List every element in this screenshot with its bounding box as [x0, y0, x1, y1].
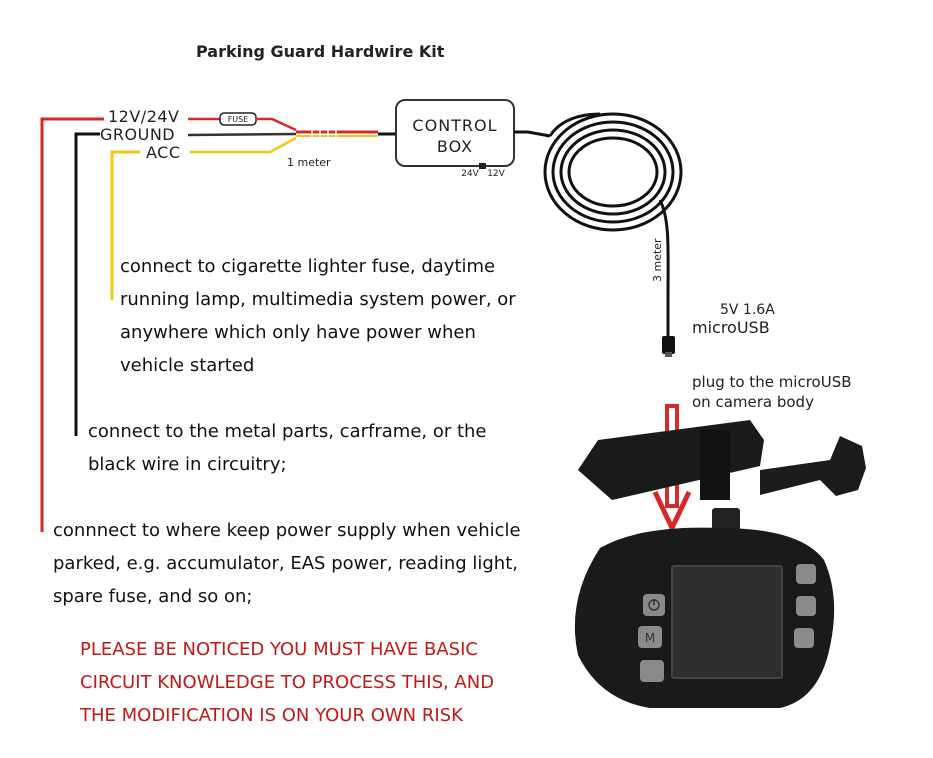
ground-wire — [74, 132, 100, 436]
microusb-plug — [662, 336, 675, 354]
coiled-cable — [543, 112, 683, 232]
mode-button — [796, 596, 816, 616]
usb-rating: 5V 1.6A — [720, 302, 775, 318]
ground-description: connect to the metal parts, carframe, or… — [88, 421, 487, 475]
menu-button-label: M — [645, 631, 655, 645]
diagram-title: Parking Guard Hardwire Kit — [196, 42, 445, 61]
usb-type: microUSB — [692, 318, 770, 337]
down-button — [794, 628, 814, 648]
menu-button — [638, 626, 662, 648]
record-button — [640, 660, 664, 682]
fuse-label: FUSE — [228, 115, 249, 124]
usb-instruction-line1: plug to the microUSB — [692, 373, 852, 391]
control-box-line1: CONTROL — [412, 116, 497, 135]
camera-screen — [671, 565, 783, 679]
dash-camera: M — [574, 420, 866, 708]
risk-warning: PLEASE BE NOTICED YOU MUST HAVE BASIC CI… — [80, 639, 495, 726]
cable1-length: 1 meter — [287, 156, 331, 169]
switch-12v: 12V — [487, 169, 505, 179]
switch-24v: 24V — [461, 169, 479, 179]
cable2-length: 3 meter — [651, 238, 664, 282]
power-wire — [40, 117, 104, 532]
power-wire-label: 12V/24V — [108, 107, 180, 126]
acc-wire-label: ACC — [146, 143, 181, 162]
acc-description: connect to cigarette lighter fuse, dayti… — [120, 256, 516, 376]
voltage-switch — [479, 163, 486, 169]
ground-wire-label: GROUND — [100, 125, 176, 144]
acc-wire — [110, 150, 140, 300]
usb-instruction-line2: on camera body — [692, 393, 814, 411]
mount-knob — [760, 436, 866, 496]
power-description: connnect to where keep power supply when… — [53, 520, 521, 607]
control-box-line2: BOX — [437, 137, 473, 156]
up-button — [796, 564, 816, 584]
camera-mount — [578, 420, 764, 500]
